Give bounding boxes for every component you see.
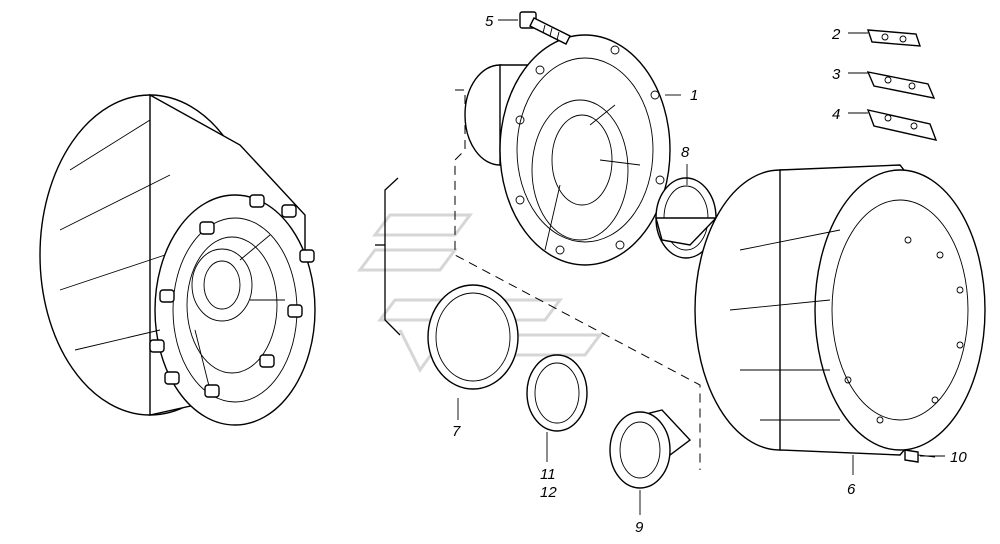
callout-2: 2: [831, 26, 841, 43]
seal-part-11-12: [526, 354, 588, 432]
callout-11: 11: [540, 466, 556, 483]
bearing-race-part-8: [655, 177, 718, 259]
leader-lines: [457, 19, 945, 515]
callout-4: 4: [832, 106, 840, 123]
callout-9: 9: [635, 519, 644, 536]
callout-10: 10: [950, 449, 967, 466]
plate-part-4: [866, 109, 938, 141]
brake-drum-part-6: [694, 164, 986, 456]
callout-12: 12: [540, 484, 557, 501]
callout-3: 3: [832, 66, 841, 83]
seal-ring-part-7: [427, 284, 519, 390]
callout-8: 8: [681, 144, 690, 161]
bolt-part-5: [519, 11, 571, 45]
plate-part-3: [866, 71, 936, 99]
plate-part-2: [867, 29, 921, 47]
callout-labels: 1 2 3 4 5 6 7 8 9 10 11 12: [452, 13, 967, 536]
hub-part-1: [464, 34, 671, 266]
assembly-guide-lines: [375, 89, 701, 470]
callout-6: 6: [847, 481, 856, 498]
assembled-drum-left: [39, 93, 316, 426]
wheel-stud-set: [149, 194, 315, 398]
callout-5: 5: [485, 13, 494, 30]
callout-1: 1: [690, 87, 698, 104]
bearing-cup-part-9: [609, 409, 692, 489]
callout-7: 7: [452, 423, 461, 440]
